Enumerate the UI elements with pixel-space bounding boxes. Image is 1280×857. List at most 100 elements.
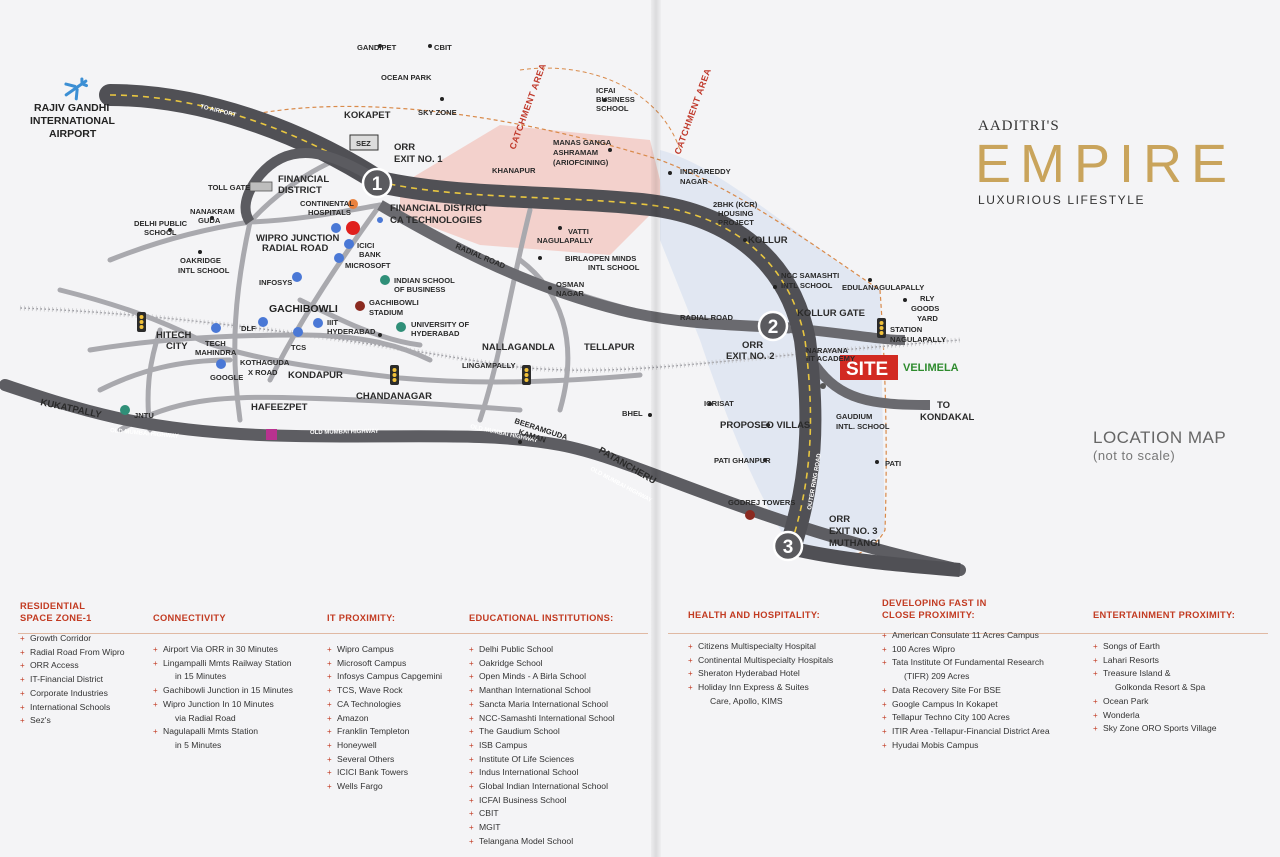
- gandipet-label: GANDIPET: [357, 43, 397, 52]
- svg-text:3: 3: [783, 537, 794, 558]
- gachibowli-stadium-label-2: STADIUM: [369, 308, 403, 317]
- kondakal-road: [810, 362, 931, 410]
- kothaguda-label-1: KOTHAGUDA: [240, 358, 290, 367]
- list-item: Lahari Resorts: [1093, 654, 1235, 668]
- brand-tagline: LUXURIOUS LIFESTYLE: [978, 193, 1146, 207]
- list-item: Golkonda Resort & Spa: [1115, 682, 1206, 693]
- column-title: IT PROXIMITY:: [327, 612, 442, 624]
- list-item: Sky Zone ORO Sports Village: [1093, 722, 1235, 736]
- column-title-line: EDUCATIONAL INSTITUTIONS:: [469, 613, 614, 623]
- airport-label-2: INTERNATIONAL: [30, 115, 116, 127]
- continental-label-1: CONTINENTAL: [300, 199, 354, 208]
- list-item: Treasure Island &: [1093, 667, 1235, 681]
- rly-label-1: RLY: [920, 294, 935, 303]
- birlaopen-label-2: INTL SCHOOL: [588, 263, 640, 272]
- orr-exit-2-label-1: ORR: [742, 340, 763, 351]
- university-label-2: HYDERABAD: [411, 329, 460, 338]
- icici-label-2: BANK: [359, 250, 381, 259]
- orr-exit-3-badge: 3: [772, 530, 804, 562]
- icfai-label-2: BUSINESS: [596, 95, 635, 104]
- proposed-villas-label: PROPOSED VILLAS: [720, 420, 810, 431]
- site-zone: [660, 150, 885, 557]
- kollur-gate-label: KOLLUR GATE: [797, 308, 865, 319]
- hitech-label-1: HITECH: [156, 330, 192, 341]
- list-item: Wonderla: [1093, 709, 1235, 723]
- list-item: MGIT: [469, 821, 615, 835]
- list-item: Oakridge School: [469, 657, 615, 671]
- list-item: Care, Apollo, KIMS: [710, 695, 783, 706]
- column-list: Delhi Public SchoolOakridge SchoolOpen M…: [469, 643, 615, 849]
- iiit-label-2: HYDERABAD: [327, 327, 376, 336]
- indian-school-label-2: OF BUSINESS: [394, 285, 445, 294]
- minor-roads: [57, 155, 703, 433]
- map-markers: [120, 199, 755, 520]
- site-marker: [840, 355, 898, 380]
- svg-text:1: 1: [372, 174, 383, 195]
- google-label: GOOGLE: [210, 373, 243, 382]
- airport-label-1: RAJIV GANDHI: [34, 102, 109, 114]
- narayana-label-2: IIT ACADEMY: [806, 354, 855, 363]
- kothaguda-label-2: X ROAD: [248, 368, 278, 377]
- list-item: Corporate Industries: [20, 687, 125, 701]
- list-item: Institute Of Life Sciences: [469, 753, 615, 767]
- hitech-label-2: CITY: [166, 341, 188, 352]
- list-item: Indus International School: [469, 766, 615, 780]
- list-item: Data Recovery Site For BSE: [882, 684, 1050, 698]
- sky-zone-label: SKY ZONE: [418, 108, 457, 117]
- list-item: Several Others: [327, 753, 442, 767]
- list-item: CBIT: [469, 807, 615, 821]
- list-item: Microsoft Campus: [327, 657, 442, 671]
- list-item: Nagulapalli Mmts Station: [153, 725, 293, 739]
- list-item: ISB Campus: [469, 739, 615, 753]
- airplane-icon: [64, 77, 88, 101]
- column-title-line: IT PROXIMITY:: [327, 613, 396, 623]
- financial-label-1: FINANCIAL: [278, 174, 329, 185]
- list-item: NCC-Samashti International School: [469, 712, 615, 726]
- orr-exit-1-label-2: EXIT NO. 1: [394, 154, 443, 165]
- vatti-label-2: NAGULAPALLY: [537, 236, 593, 245]
- list-item: Manthan International School: [469, 684, 615, 698]
- list-item: Hyudai Mobis Campus: [882, 739, 1050, 753]
- birlaopen-label-1: BIRLAOPEN MINDS: [565, 254, 636, 263]
- list-item: ITIR Area -Tellapur-Financial District A…: [882, 725, 1050, 739]
- iiit-label-1: IIIT: [327, 318, 338, 327]
- column-title-line: ENTERTAINMENT PROXIMITY:: [1093, 610, 1236, 620]
- manas-ganga-label-3: (ARIOFCINING): [553, 158, 609, 167]
- icici-label-1: ICICI: [357, 241, 374, 250]
- microsoft-label: MICROSOFT: [345, 261, 391, 270]
- rly-label-3: YARD: [917, 314, 938, 323]
- stadium-icon: [355, 301, 365, 311]
- school-icon: [380, 275, 390, 285]
- toll-gate-box: [249, 181, 273, 192]
- list-item: IT-Financial District: [20, 673, 125, 687]
- list-item: Ocean Park: [1093, 695, 1235, 709]
- infosys-label: INFOSYS: [259, 278, 292, 287]
- list-item: International Schools: [20, 701, 125, 715]
- dps-label-2: SCHOOL: [144, 228, 177, 237]
- list-item: The Gaudium School: [469, 725, 615, 739]
- list-item: Honeywell: [327, 739, 442, 753]
- kondapur-label: KONDAPUR: [288, 370, 343, 381]
- lingampally-label: LINGAMPALLY: [462, 361, 516, 370]
- icfai-label-3: SCHOOL: [596, 104, 629, 113]
- continental-label-2: HOSPITALS: [308, 208, 351, 217]
- list-item: in 5 Minutes: [175, 739, 222, 750]
- site-label: SITE: [846, 359, 888, 380]
- kokapet-label: KOKAPET: [344, 110, 391, 121]
- list-item: Tellapur Techno City 100 Acres: [882, 711, 1050, 725]
- column-list: Citizens Multispecialty HospitalContinen…: [688, 640, 833, 709]
- fin-district-label: FINANCIAL DISTRICT: [390, 203, 488, 214]
- jntu-label: JNTU: [134, 411, 154, 420]
- orr-exit-3-label-1: ORR: [829, 514, 850, 525]
- pati-ghanpur-label: PATI GHANPUR: [714, 456, 771, 465]
- ocean-park-label: OCEAN PARK: [381, 73, 432, 82]
- ca-tech-label: CA TECHNOLOGIES: [390, 215, 482, 226]
- column-title-line: CLOSE PROXIMITY:: [882, 610, 975, 620]
- list-item: Wipro Campus: [327, 643, 442, 657]
- university-label-1: UNIVERSITY OF: [411, 320, 469, 329]
- location-map-title: LOCATION MAP (not to scale): [1093, 428, 1226, 463]
- list-item: Citizens Multispecialty Hospital: [688, 640, 833, 654]
- page-fold: [651, 0, 661, 857]
